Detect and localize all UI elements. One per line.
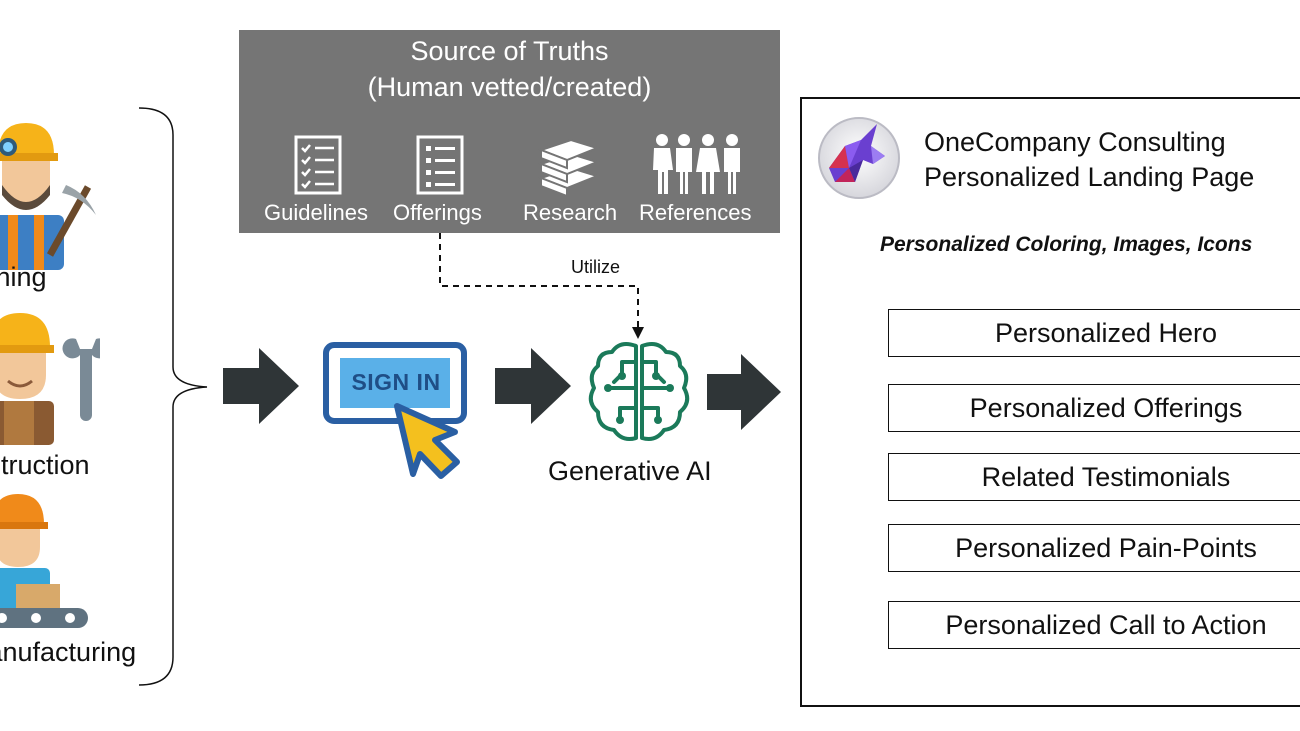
utilize-connector xyxy=(439,233,644,339)
unicorn-logo xyxy=(818,117,900,199)
section-personalized-call-to-action: Personalized Call to Action xyxy=(888,601,1300,649)
utilize-label: Utilize xyxy=(571,257,621,277)
section-label: Personalized Pain-Points xyxy=(955,533,1257,563)
source-title-line2: (Human vetted/created) xyxy=(367,72,652,102)
industry-label-manufacturing: Manufacturing xyxy=(0,637,137,667)
company-line1: OneCompany Consulting xyxy=(924,127,1226,157)
books-icon xyxy=(538,138,601,196)
source-label-guidelines: Guidelines xyxy=(264,200,368,225)
source-of-truths-panel: Source of Truths (Human vetted/created) … xyxy=(239,30,780,233)
construction-worker-icon xyxy=(0,313,100,445)
section-personalized-pain-points: Personalized Pain-Points xyxy=(888,524,1300,572)
section-personalized-hero: Personalized Hero xyxy=(888,309,1300,357)
industry-label-mining: Mining xyxy=(0,262,47,292)
company-line2: Personalized Landing Page xyxy=(924,162,1255,192)
checklist-icon xyxy=(294,135,342,195)
source-title-line1: Source of Truths xyxy=(410,36,609,66)
miner-icon xyxy=(0,123,96,270)
list-icon xyxy=(416,135,464,195)
source-label-offerings: Offerings xyxy=(393,200,482,225)
company-name: OneCompany Consulting Personalized Landi… xyxy=(924,125,1254,195)
section-personalized-offerings: Personalized Offerings xyxy=(888,384,1300,432)
flow-arrow-1 xyxy=(223,348,299,424)
flow-arrow-3 xyxy=(707,354,781,430)
ai-brain-icon xyxy=(588,342,690,441)
section-label: Personalized Hero xyxy=(994,318,1218,348)
section-label: Personalized Offerings xyxy=(969,393,1243,423)
landing-page-frame: OneCompany Consulting Personalized Landi… xyxy=(800,97,1300,707)
sign-in-label: SIGN IN xyxy=(351,369,441,395)
generative-ai-label: Generative AI xyxy=(548,456,712,486)
section-related-testimonials: Related Testimonials xyxy=(888,453,1300,501)
sign-in-screen-icon xyxy=(323,342,467,479)
source-label-research: Research xyxy=(523,200,618,225)
grouping-brace xyxy=(138,107,208,686)
industry-personas: Mining Construction Manufacturing xyxy=(0,100,170,700)
flow-arrow-2 xyxy=(495,348,571,424)
people-icon xyxy=(653,134,740,194)
personalization-subtitle: Personalized Coloring, Images, Icons xyxy=(880,233,1253,256)
section-label: Related Testimonials xyxy=(981,462,1231,492)
factory-worker-icon xyxy=(0,494,88,628)
source-label-references: References xyxy=(639,200,752,225)
section-label: Personalized Call to Action xyxy=(945,610,1267,640)
industry-label-construction: Construction xyxy=(0,450,90,480)
